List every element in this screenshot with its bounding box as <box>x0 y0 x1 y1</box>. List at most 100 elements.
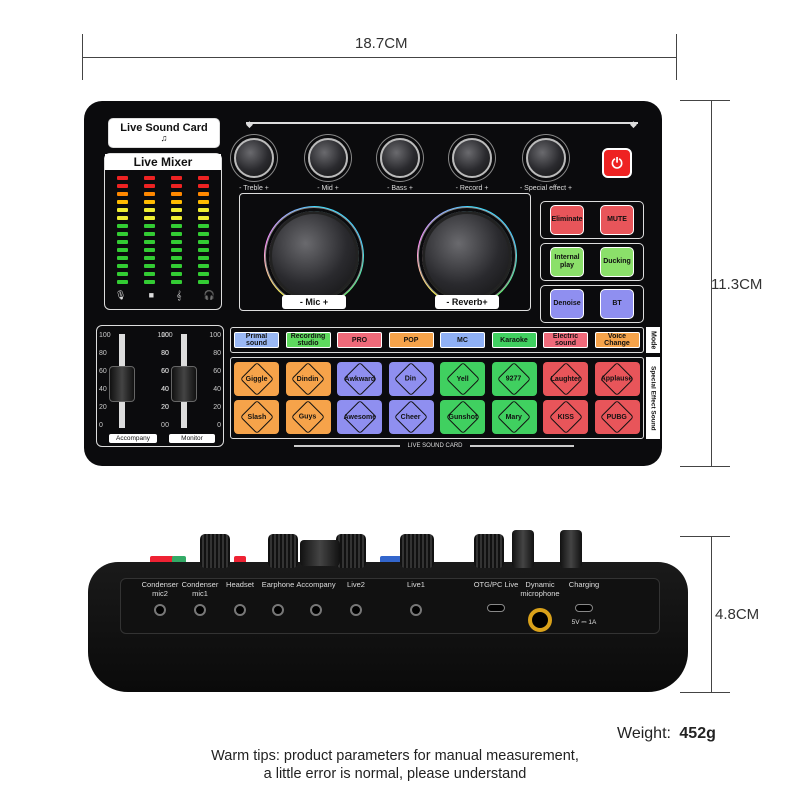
tone-knob[interactable] <box>308 138 348 178</box>
effect-pad[interactable]: 9277 <box>491 362 537 396</box>
function-button[interactable]: Internal play <box>550 247 584 277</box>
dim-tick-depth-bottom <box>680 692 730 693</box>
effects-side-label: Special Effect Sound <box>649 365 657 431</box>
effect-diamond: KISS <box>548 400 583 434</box>
effect-pad[interactable]: Guys <box>285 400 331 434</box>
effect-pad[interactable]: Awkward <box>337 362 382 396</box>
effect-label: Awkward <box>344 375 375 383</box>
monitor-fader-label: Monitor <box>169 434 215 443</box>
speaker-icon: ■ <box>148 290 155 300</box>
mode-button[interactable]: Karaoke <box>491 332 537 348</box>
mode-button[interactable]: Primal sound <box>234 332 279 348</box>
bottom-tag: LIVE SOUND CARD <box>400 441 470 451</box>
ornament-left-icon: ◆ <box>246 119 253 129</box>
mic-icon: 🎙 <box>115 290 127 300</box>
meter-led <box>198 224 209 228</box>
mode-button[interactable]: MC <box>440 332 485 348</box>
level-meter-leds <box>117 176 213 286</box>
effect-pad[interactable]: Dindin <box>285 362 331 396</box>
audio-jack[interactable] <box>350 604 362 616</box>
rear-fader-handle[interactable] <box>300 540 340 566</box>
effect-label: Yell <box>456 375 469 383</box>
mode-button[interactable]: Recording studio <box>285 332 331 348</box>
effect-pad[interactable]: Cheer <box>388 400 434 434</box>
effect-diamond: Giggle <box>239 362 274 396</box>
rear-knob[interactable] <box>474 534 504 568</box>
port-label: Condenser mic2 <box>141 580 179 598</box>
charging-port[interactable] <box>575 604 593 612</box>
fader-scale-number: 80 <box>161 350 169 357</box>
tone-knob-label: - Bass + <box>387 185 413 192</box>
meter-led <box>198 176 209 180</box>
usb-c-port[interactable] <box>487 604 505 612</box>
effect-diamond: Guys <box>291 400 325 434</box>
meter-led <box>171 216 182 220</box>
effect-pad[interactable]: PUBG <box>594 400 640 434</box>
mode-button[interactable]: Electric sound <box>543 332 588 348</box>
meter-led <box>117 184 128 188</box>
meter-led <box>171 192 182 196</box>
tone-knob-label: - Special effect + <box>519 185 573 192</box>
effect-pad[interactable]: Gunshot <box>440 400 485 434</box>
monitor-fader-handle[interactable] <box>171 366 197 402</box>
effect-label: Applause <box>601 375 633 383</box>
rear-knob[interactable] <box>268 534 298 568</box>
rear-fader-handle[interactable] <box>560 530 582 568</box>
weight-line: Weight: 452g <box>617 725 716 743</box>
mic-knob[interactable] <box>269 211 359 301</box>
effect-pad[interactable]: Applause <box>594 362 640 396</box>
audio-jack[interactable] <box>410 604 422 616</box>
effect-pad[interactable]: Awesome <box>337 400 382 434</box>
audio-jack[interactable] <box>234 604 246 616</box>
mode-side-label: Mode <box>649 330 657 350</box>
meter-led <box>144 272 155 276</box>
dynamic-mic-jack[interactable] <box>528 608 552 632</box>
mode-button[interactable]: PRO <box>337 332 382 348</box>
function-button[interactable]: BT <box>600 289 634 319</box>
effect-pad[interactable]: Din <box>388 362 434 396</box>
tone-knob[interactable] <box>526 138 566 178</box>
audio-jack[interactable] <box>310 604 322 616</box>
tone-knob[interactable] <box>452 138 492 178</box>
weight-value: 452g <box>679 725 716 742</box>
reverb-knob[interactable] <box>422 211 512 301</box>
effect-pad[interactable]: Yell <box>440 362 485 396</box>
rear-fader-handle[interactable] <box>512 530 534 568</box>
meter-led <box>144 208 155 212</box>
rear-knob[interactable] <box>200 534 230 568</box>
charging-spec: 5V ⎓ 1A <box>571 619 597 626</box>
fader-scale-number: 20 <box>99 404 107 411</box>
effect-pad[interactable]: Mary <box>491 400 537 434</box>
audio-jack[interactable] <box>194 604 206 616</box>
tone-knob-label: - Treble + <box>239 185 269 192</box>
dim-tick-depth-top <box>680 536 730 537</box>
effect-pad[interactable]: Giggle <box>234 362 279 396</box>
meter-led <box>144 248 155 252</box>
tone-knob[interactable] <box>234 138 274 178</box>
rear-knob[interactable] <box>336 534 366 568</box>
rear-knob[interactable] <box>400 534 434 568</box>
mode-button[interactable]: Voice Change <box>594 332 640 348</box>
meter-led <box>198 256 209 260</box>
audio-jack[interactable] <box>154 604 166 616</box>
effect-diamond: Yell <box>445 362 480 396</box>
function-button[interactable]: Denoise <box>550 289 584 319</box>
button-group-frame <box>540 201 644 239</box>
tone-knob[interactable] <box>380 138 420 178</box>
function-button[interactable]: Eliminate <box>550 205 584 235</box>
function-button[interactable]: Ducking <box>600 247 634 277</box>
effect-pad[interactable]: KISS <box>543 400 588 434</box>
effect-diamond: 9277 <box>497 362 531 396</box>
meter-led <box>198 280 209 284</box>
function-button[interactable]: MUTE <box>600 205 634 235</box>
effect-pad[interactable]: Slash <box>234 400 279 434</box>
reverb-knob-ring <box>417 206 517 306</box>
mode-button[interactable]: POP <box>388 332 434 348</box>
depth-label: 4.8CM <box>715 606 760 623</box>
effect-pad[interactable]: Laughter <box>543 362 588 396</box>
power-button[interactable]: ⏻ <box>602 148 632 178</box>
meter-led <box>117 208 128 212</box>
accompany-fader-handle[interactable] <box>109 366 135 402</box>
effect-label: Mary <box>505 413 523 421</box>
audio-jack[interactable] <box>272 604 284 616</box>
